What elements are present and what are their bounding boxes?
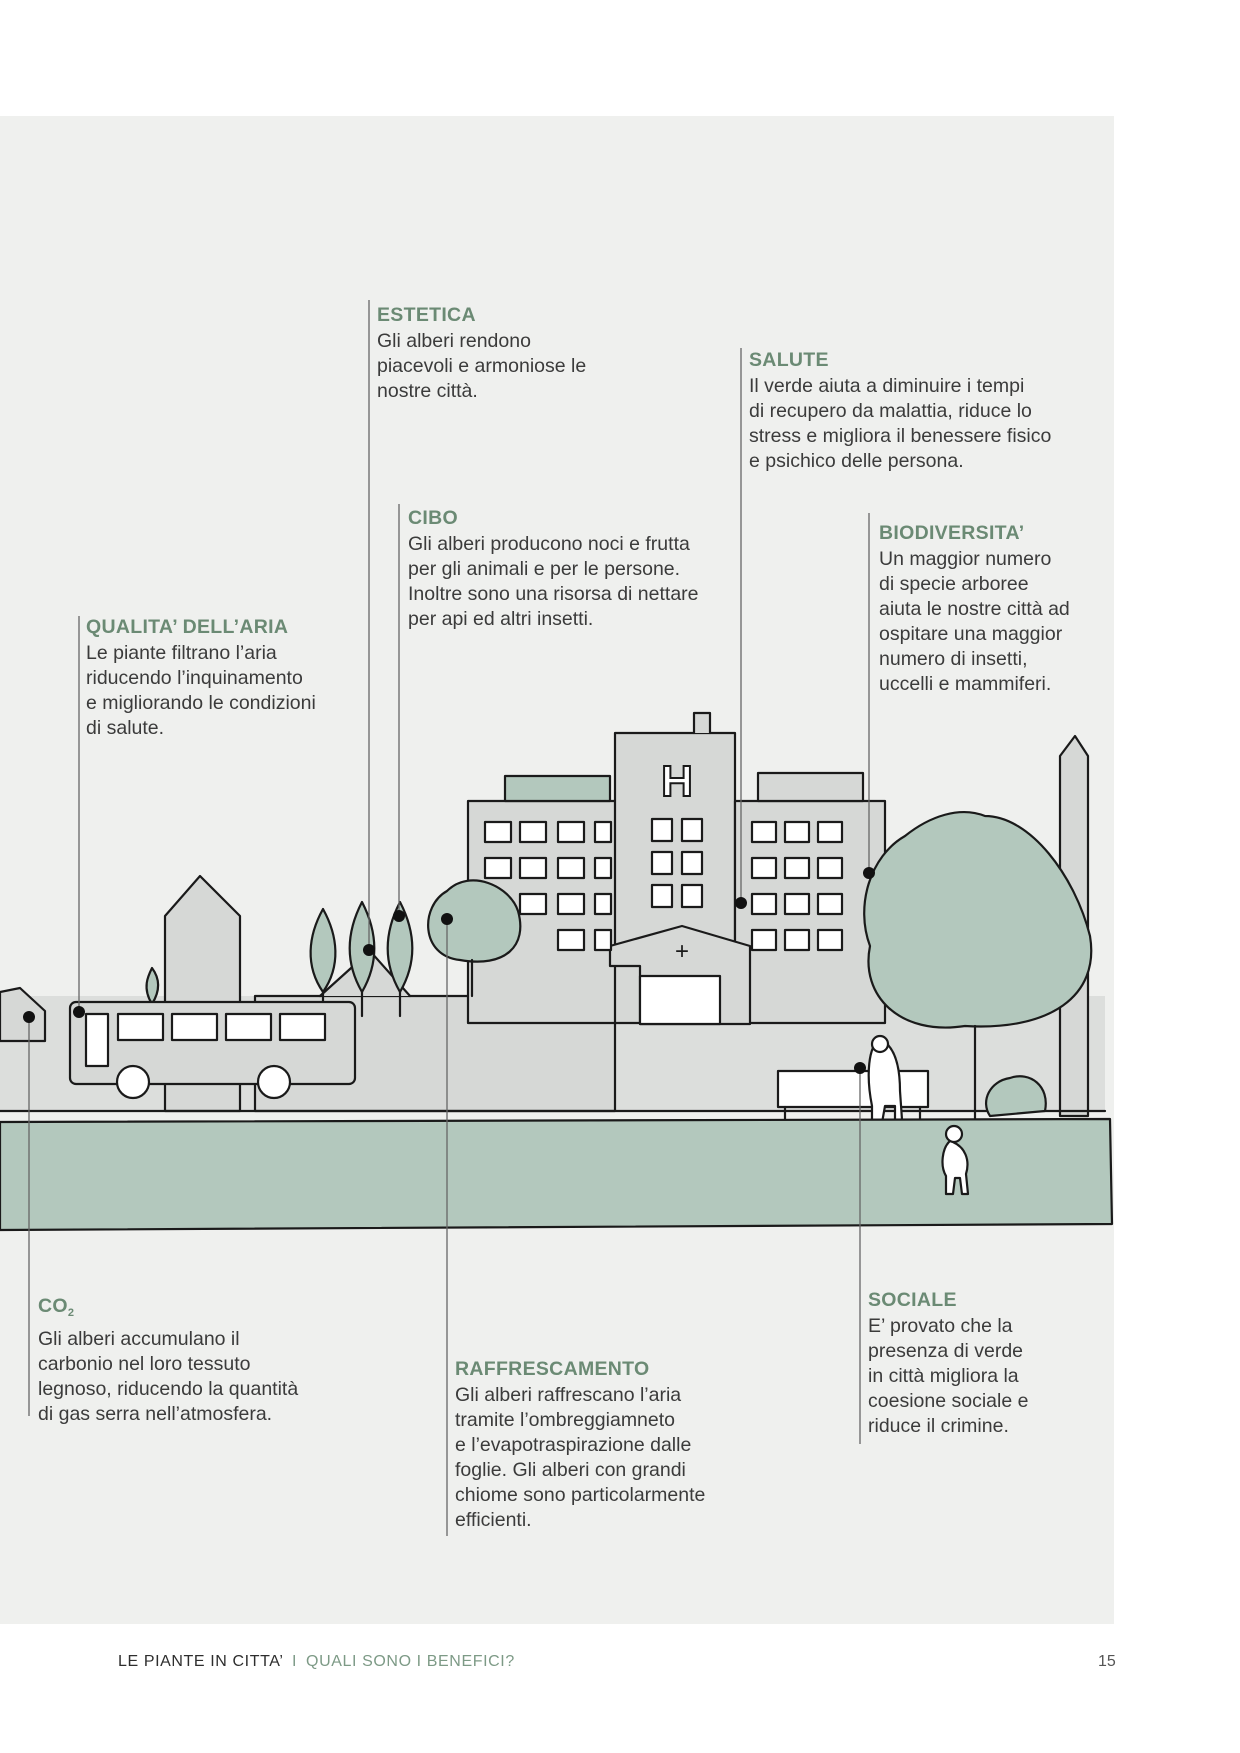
cypress-tree-1 xyxy=(309,907,337,994)
footer-separator: I xyxy=(291,1653,297,1670)
hospital-sign: H xyxy=(661,757,693,806)
page-footer: LE PIANTE IN CITTA’ I QUALI SONO I BENEF… xyxy=(118,1653,515,1671)
callout-text: Gli alberi rendono piacevoli e armoniose… xyxy=(377,330,587,402)
park-bench xyxy=(776,1069,930,1109)
cypress-tree-2 xyxy=(348,900,376,994)
rooftop-railing-right xyxy=(756,771,865,803)
callout-sociale: SOCIALE E’ provato che la presenza di ve… xyxy=(868,1288,1028,1439)
callout-text: Le piante filtrano l’aria riducendo l’in… xyxy=(86,642,316,739)
marker-salute xyxy=(735,897,747,909)
callout-text: Un maggior numero di specie arboree aiut… xyxy=(879,548,1070,695)
city-scene-illustration: H + xyxy=(0,300,1114,1536)
callout-title: CIBO xyxy=(408,507,458,529)
marker-co2 xyxy=(23,1011,35,1023)
callout-co2: CO2 Gli alberi accumulano il carbonio ne… xyxy=(38,1294,298,1427)
callout-estetica: ESTETICA Gli alberi rendono piacevoli e … xyxy=(377,303,586,404)
callout-title: SOCIALE xyxy=(868,1289,957,1311)
callout-text: Gli alberi accumulano il carbonio nel lo… xyxy=(38,1328,299,1425)
callout-text: Gli alberi producono noci e frutta per g… xyxy=(408,533,699,630)
entrance-door xyxy=(638,974,722,1026)
callout-text: Il verde aiuta a diminuire i tempi di re… xyxy=(749,375,1052,472)
callout-cibo: CIBO Gli alberi producono noci e frutta … xyxy=(408,506,699,632)
rooftop-planter-left xyxy=(503,774,612,803)
callout-text: E’ provato che la presenza di verde in c… xyxy=(868,1315,1029,1437)
marker-cibo xyxy=(393,910,405,922)
marker-sociale xyxy=(854,1062,866,1074)
chimney xyxy=(692,711,712,735)
car-fragment xyxy=(0,986,47,1043)
callout-title: RAFFRESCAMENTO xyxy=(455,1358,650,1380)
child-figure xyxy=(941,1139,970,1196)
shrub-left xyxy=(145,966,160,1006)
bus-wheel-rear xyxy=(256,1064,292,1100)
footer-subtitle: QUALI SONO I BENEFICI? xyxy=(306,1653,515,1670)
callout-qualita-aria: QUALITA’ DELL’ARIA Le piante filtrano l’… xyxy=(86,615,316,741)
big-tree-canopy xyxy=(863,811,1093,1029)
bush-right xyxy=(984,1075,1047,1118)
footer-title: LE PIANTE IN CITTA’ xyxy=(118,1653,283,1670)
entrance-cross: + xyxy=(675,938,689,965)
round-tree-small xyxy=(427,879,522,963)
marker-biodiversita xyxy=(863,867,875,879)
callout-biodiversita: BIODIVERSITA’ Un maggior numero di speci… xyxy=(879,521,1070,697)
illustration-panel: H + xyxy=(0,116,1114,1624)
marker-raffrescamento xyxy=(441,913,453,925)
callout-title: CO2 xyxy=(38,1295,75,1319)
callout-raffrescamento: RAFFRESCAMENTO Gli alberi raffrescano l’… xyxy=(455,1357,705,1533)
callout-title: ESTETICA xyxy=(377,304,476,326)
sage-ground xyxy=(0,1117,1114,1232)
callout-title: BIODIVERSITA’ xyxy=(879,522,1025,544)
page-number: 15 xyxy=(1098,1653,1116,1670)
callout-text: Gli alberi raffrescano l’aria tramite l’… xyxy=(455,1384,706,1531)
callout-title: QUALITA’ DELL’ARIA xyxy=(86,616,289,638)
callout-salute: SALUTE Il verde aiuta a diminuire i temp… xyxy=(749,348,1051,474)
marker-estetica xyxy=(363,944,375,956)
marker-qualita-aria xyxy=(73,1006,85,1018)
bus-wheel-front xyxy=(115,1064,151,1100)
callout-title: SALUTE xyxy=(749,349,829,371)
seated-person xyxy=(867,1037,905,1136)
cypress-tree-3 xyxy=(386,900,414,994)
